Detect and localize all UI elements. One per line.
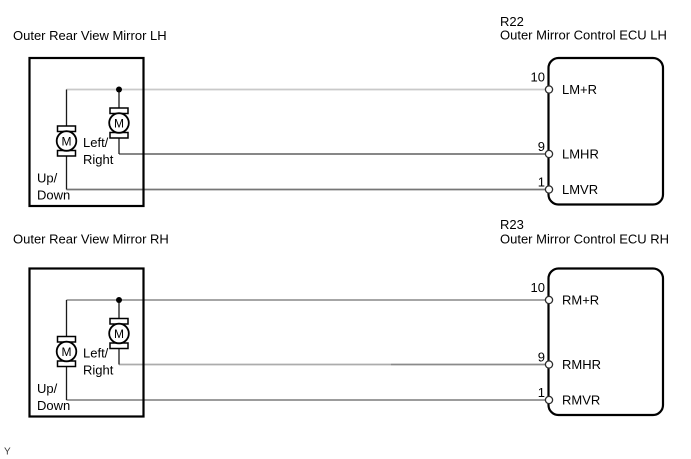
motor-updown-rh: M [55, 335, 78, 368]
pin-label: RMHR [562, 357, 601, 372]
pin-number: 1 [538, 175, 545, 190]
updown-label-line1: Up/ [37, 381, 58, 396]
updown-label-line2: Down [37, 188, 70, 203]
motor-leftright-rh: M [108, 317, 130, 350]
motor-icon [108, 322, 130, 345]
pin-terminal-10 [544, 295, 554, 305]
pin-terminal-1 [544, 395, 554, 405]
pin-terminal-10 [544, 85, 554, 94]
mirror-title-lh: Outer Rear View Mirror LH [13, 28, 167, 43]
page-marker: Y [4, 447, 11, 458]
ecu-ref-lh: R22 [500, 14, 524, 29]
pin-label: RM+R [562, 293, 599, 308]
pin-label: LMVR [562, 182, 598, 197]
pin-number: 10 [531, 70, 545, 85]
motor-leftright-lh: M [108, 107, 130, 139]
motor-updown-lh: M [55, 125, 78, 157]
leftright-label-line2: Right [83, 152, 114, 167]
pin-number: 9 [538, 350, 545, 365]
section-rh-circuit: M M Left/ Right Up/ Down 10 9 1 RM+R RMH… [28, 267, 665, 418]
pin-number: 1 [538, 385, 545, 400]
mirror-box-rh [28, 267, 145, 418]
pin-number: 9 [538, 139, 545, 154]
motor-letter: M [62, 345, 72, 359]
updown-label-line2: Down [37, 398, 70, 413]
pin-label: RMVR [562, 393, 600, 408]
leftright-label-line1: Left/ [83, 346, 109, 361]
motor-letter: M [114, 327, 124, 341]
pin-label: LM+R [562, 82, 597, 97]
pin-terminal-9 [544, 149, 554, 159]
pin-terminal-9 [544, 360, 554, 369]
junction-dot [116, 297, 122, 303]
ecu-title-lh: Outer Mirror Control ECU LH [500, 28, 667, 43]
leftright-label-line1: Left/ [83, 135, 109, 150]
leftright-label-line2: Right [83, 363, 114, 378]
motor-icon [55, 130, 78, 152]
pin-terminal-1 [544, 185, 554, 194]
motor-letter: M [114, 116, 124, 130]
ecu-title-rh: Outer Mirror Control ECU RH [500, 232, 669, 247]
pin-number: 10 [531, 280, 545, 295]
pin-label: LMHR [562, 147, 599, 162]
ecu-box-lh [547, 56, 665, 206]
ecu-box-rh [547, 267, 665, 417]
motor-icon [55, 340, 78, 363]
updown-label-line1: Up/ [37, 171, 58, 186]
mirror-box-lh [28, 56, 145, 208]
mirror-title-rh: Outer Rear View Mirror RH [13, 232, 169, 247]
junction-dot [116, 86, 122, 93]
section-lh-circuit: M M Left/ Right Up/ Down 10 9 1 LM+R LMH… [28, 56, 665, 208]
motor-icon [108, 112, 130, 134]
ecu-ref-rh: R23 [500, 217, 524, 232]
motor-letter: M [62, 134, 72, 148]
